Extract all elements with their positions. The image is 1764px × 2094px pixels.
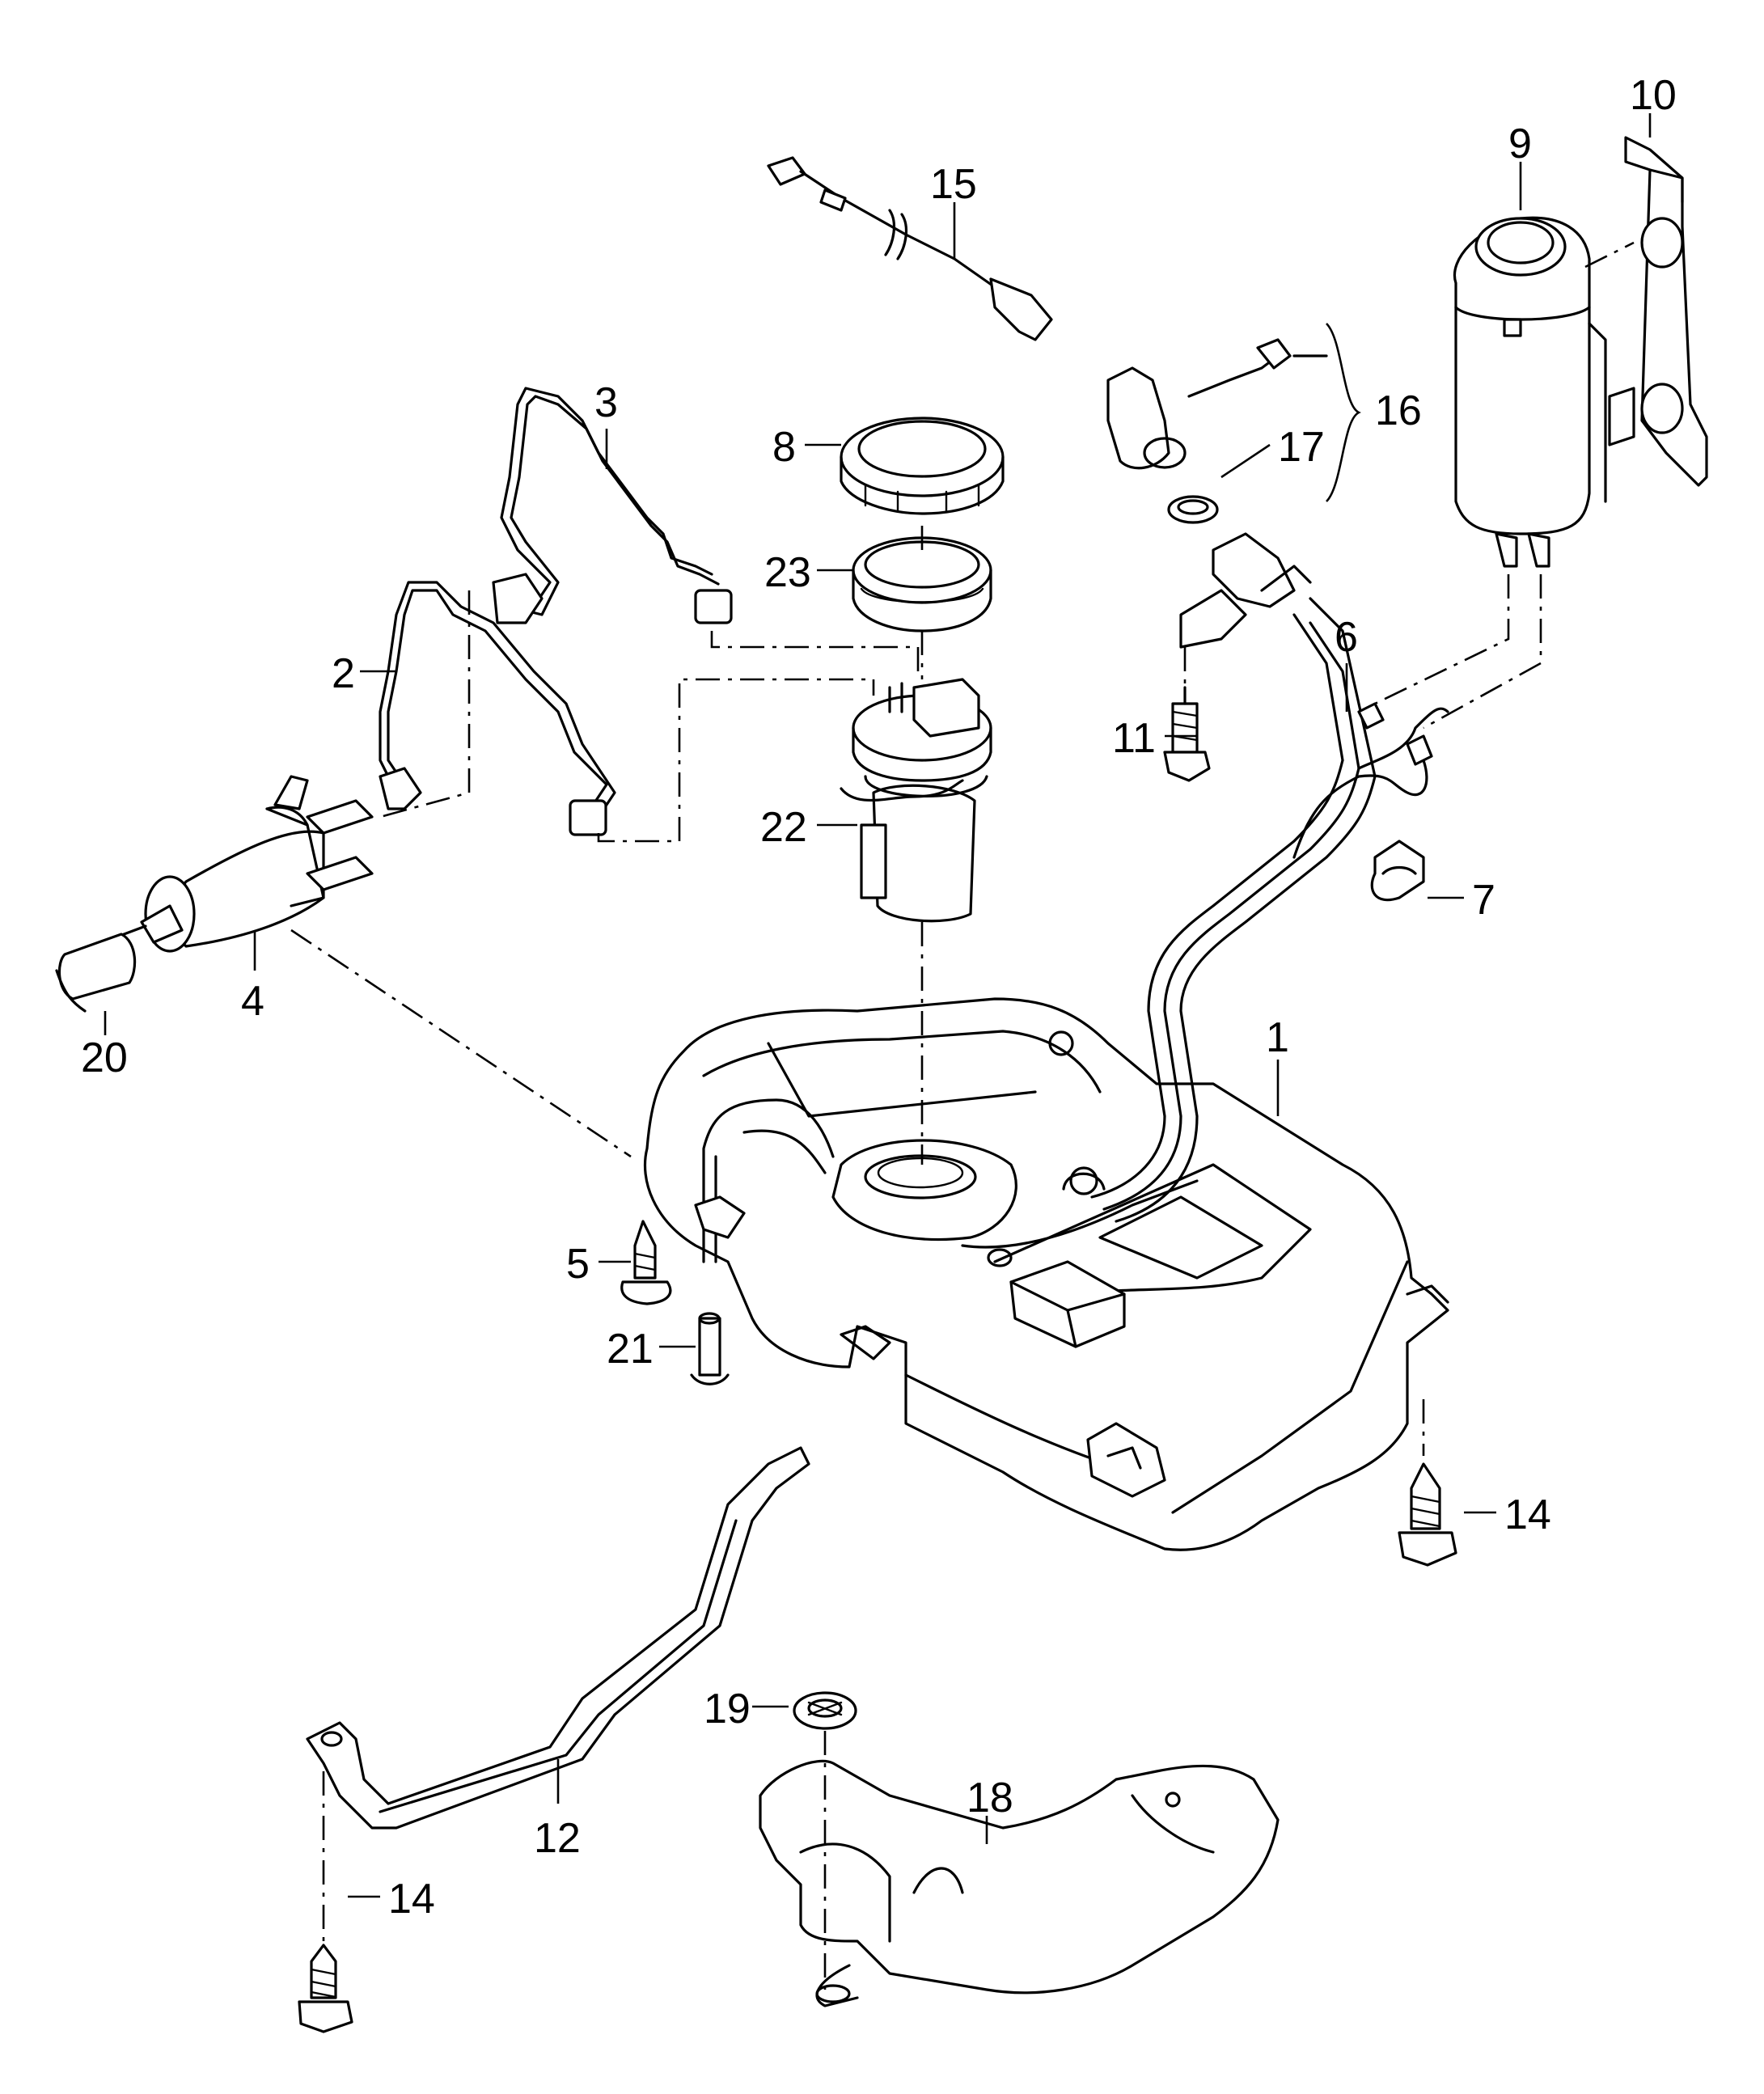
callout-22: 22 — [760, 804, 807, 851]
callout-1: 1 — [1266, 1014, 1289, 1061]
part-filler-neck — [1179, 532, 1312, 649]
callout-11: 11 — [1112, 715, 1156, 762]
part-hose-20 — [55, 933, 137, 1013]
callout-labels: 1 2 3 4 5 6 7 8 9 10 11 12 14 14 15 16 1… — [81, 72, 1677, 1923]
callout-7: 7 — [1472, 877, 1495, 924]
callout-8: 8 — [772, 424, 796, 471]
callout-14-right: 14 — [1504, 1491, 1551, 1538]
callout-17: 17 — [1278, 424, 1325, 471]
callout-19: 19 — [704, 1686, 751, 1732]
callout-16: 16 — [1375, 387, 1422, 434]
callout-2: 2 — [332, 650, 355, 697]
callout-5: 5 — [566, 1241, 590, 1288]
part-wiring-harness — [767, 156, 1053, 341]
callout-21: 21 — [607, 1326, 654, 1373]
callout-10: 10 — [1630, 72, 1677, 119]
part-filler-cap — [1106, 338, 1328, 470]
callout-18: 18 — [967, 1775, 1013, 1821]
part-fuel-line-2 — [379, 581, 616, 836]
callout-14-left: 14 — [388, 1876, 435, 1923]
part-bolt-14-right — [1398, 1462, 1457, 1567]
part-fuel-line-3 — [492, 387, 733, 624]
callout-6: 6 — [1335, 614, 1358, 661]
callout-12: 12 — [534, 1815, 581, 1862]
assembly-lines — [290, 241, 1635, 1990]
part-screw-11 — [1163, 686, 1211, 782]
callout-9: 9 — [1508, 121, 1532, 167]
callout-4: 4 — [241, 978, 264, 1025]
callout-3: 3 — [594, 379, 618, 426]
part-cap-seal — [1167, 495, 1219, 524]
part-hose-21 — [690, 1312, 730, 1385]
callout-23: 23 — [764, 549, 811, 596]
part-locking-ring — [840, 417, 1005, 515]
part-clip-nut-19 — [793, 1691, 857, 1730]
part-fuel-tank — [643, 597, 1449, 1551]
part-tank-strap — [306, 1446, 810, 1830]
callout-15: 15 — [930, 161, 977, 208]
part-charcoal-canister — [1453, 216, 1607, 568]
part-bracket — [1608, 136, 1708, 487]
part-bolt-14-left — [298, 1944, 353, 2033]
part-fuel-pump-module — [840, 678, 992, 923]
part-vent-line — [1292, 702, 1449, 859]
callout-leaders — [104, 113, 1652, 1898]
part-heat-shield — [759, 1759, 1280, 2007]
callout-20: 20 — [81, 1034, 128, 1081]
part-fuel-filter — [112, 775, 374, 953]
part-seal-ring — [852, 536, 992, 632]
part-clip — [1370, 840, 1425, 902]
part-screw-5 — [620, 1220, 672, 1305]
